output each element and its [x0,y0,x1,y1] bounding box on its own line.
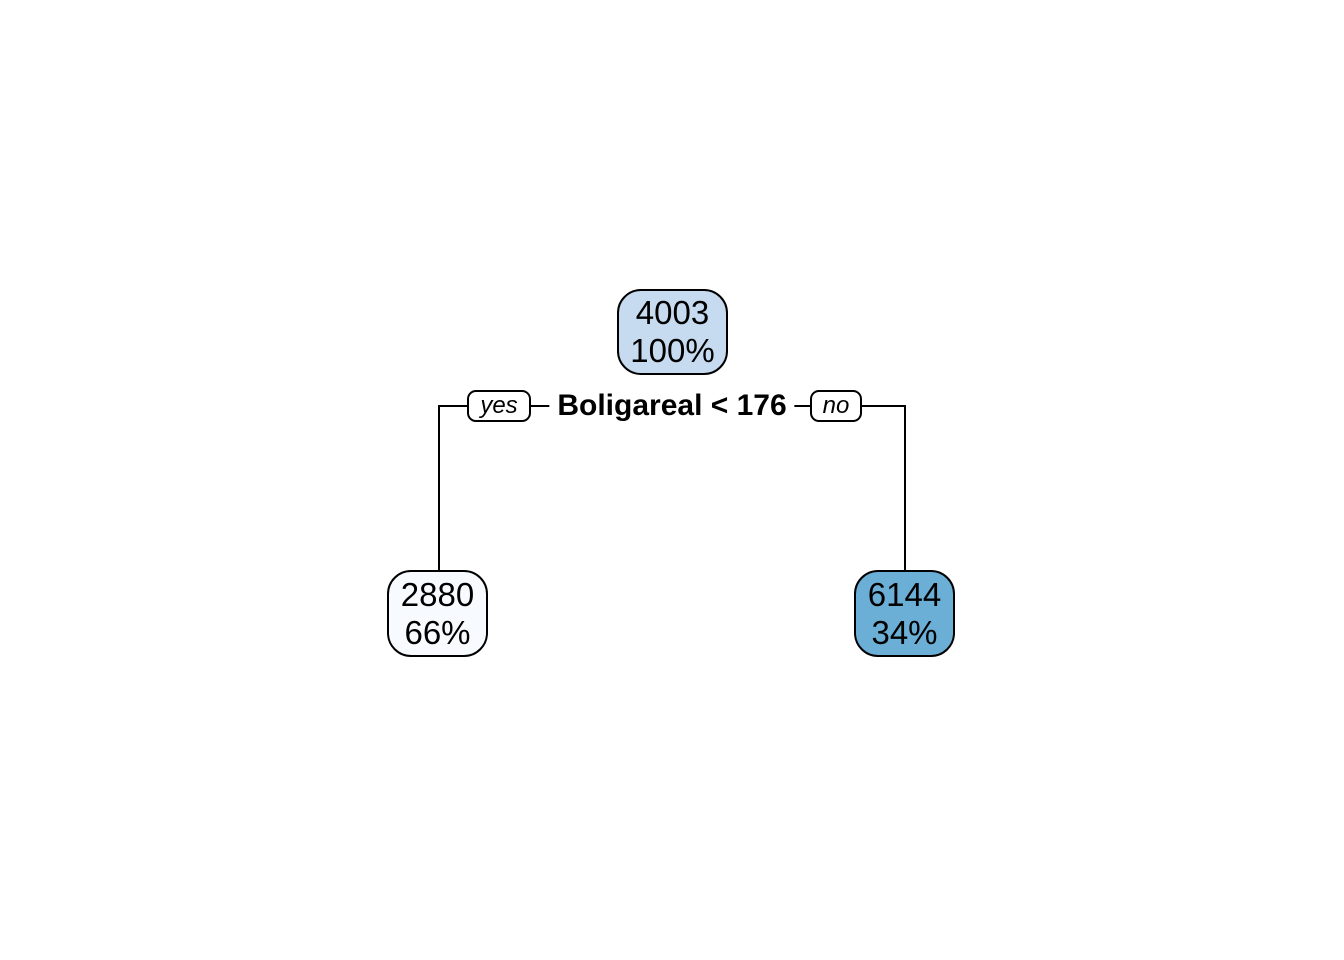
left-leaf-value: 2880 [400,575,475,613]
right-leaf-percent: 34% [871,613,938,651]
right-leaf-value: 6144 [867,575,942,613]
left-leaf-node: 2880 66% [387,570,488,657]
root-node-value: 4003 [635,294,710,331]
no-branch-label: no [810,390,862,422]
yes-branch-label: yes [467,390,531,422]
root-node: 4003 100% [617,289,728,375]
root-node-percent: 100% [630,332,715,369]
branch-path [438,405,906,570]
split-condition-label: Boligareal < 176 [549,388,795,424]
right-leaf-node: 6144 34% [854,570,955,657]
left-leaf-percent: 66% [404,613,471,651]
